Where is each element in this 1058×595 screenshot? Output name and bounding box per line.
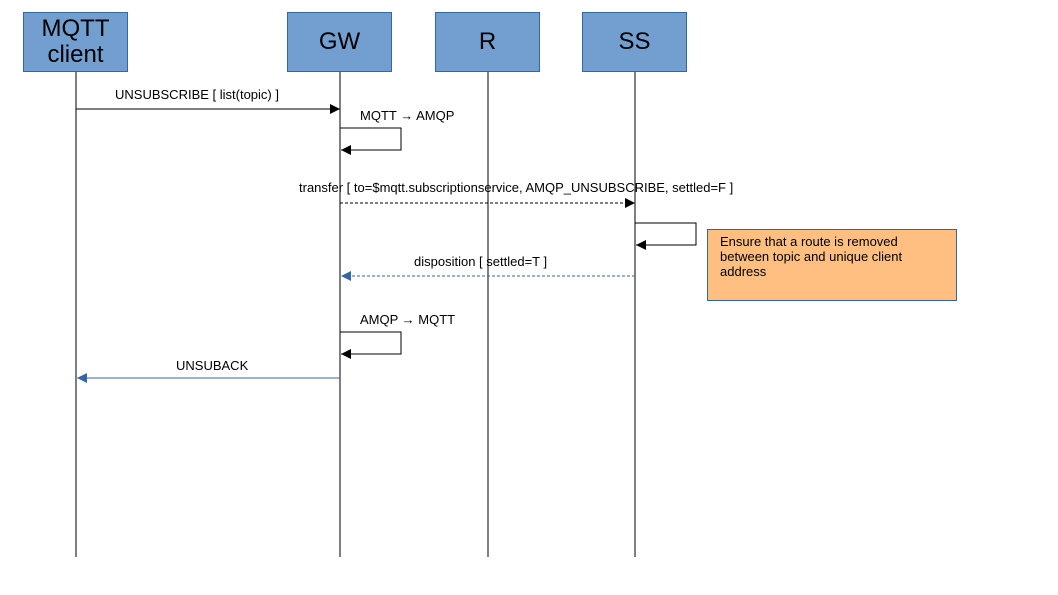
note-route-removed: Ensure that a route is removed between t…: [707, 229, 957, 301]
participant-gw: GW: [287, 12, 392, 72]
arrow-self-mqtt-to-amqp: [340, 127, 402, 155]
message-label-unsuback: UNSUBACK: [176, 358, 249, 373]
participant-ss: SS: [582, 12, 687, 72]
message-label-disposition: disposition [ settled=T ]: [414, 254, 548, 269]
message-label-amqp-to-mqtt: AMQP → MQTT: [360, 312, 456, 327]
message-label-unsubscribe: UNSUBSCRIBE [ list(topic) ]: [115, 87, 279, 102]
arrow-self-amqp-to-mqtt: [340, 331, 402, 359]
participant-r: R: [435, 12, 540, 72]
participant-mqtt-client: MQTT client: [23, 12, 128, 72]
message-label-mqtt-to-amqp: MQTT → AMQP: [360, 108, 455, 123]
arrow-self-ss: [635, 222, 697, 250]
message-label-transfer: transfer [ to=$mqtt.subscriptionservice,…: [299, 180, 734, 195]
